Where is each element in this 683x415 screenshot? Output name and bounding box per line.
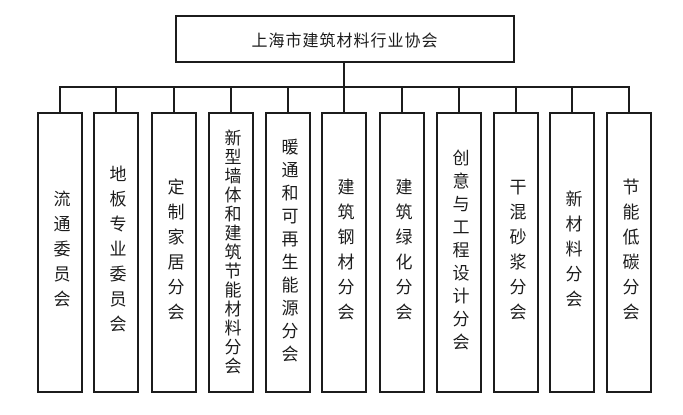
connector-drop: [515, 86, 517, 112]
branch-node-label: 新材料分会: [562, 190, 582, 315]
branch-node-label: 建筑绿化分会: [392, 177, 412, 328]
branch-node-custom-home: 定制家居分会: [151, 112, 197, 393]
connector-drop: [59, 86, 61, 112]
connector-stem: [343, 63, 345, 87]
branch-node-label: 定制家居分会: [164, 177, 184, 328]
branch-node-label: 干混砂浆分会: [506, 177, 526, 328]
branch-node-dry-mortar: 干混砂浆分会: [493, 112, 539, 393]
branch-node-label: 节能低碳分会: [619, 177, 639, 328]
connector-drop: [230, 86, 232, 112]
branch-node-label: 新型墙体和建筑节能材料分会: [221, 129, 241, 376]
branch-node-steel: 建筑钢材分会: [321, 112, 367, 393]
branch-node-label: 流通委员会: [50, 190, 70, 315]
connector-drop: [287, 86, 289, 112]
branch-node-label: 地板专业委员会: [106, 165, 126, 340]
connector-drop: [343, 86, 345, 112]
branch-node-creative-design: 创意与工程设计分会: [436, 112, 482, 393]
connector-drop: [401, 86, 403, 112]
connector-drop: [571, 86, 573, 112]
branch-node-new-materials: 新材料分会: [549, 112, 595, 393]
branch-node-label: 暖通和可再生能源分会: [278, 137, 298, 368]
branch-node-label: 创意与工程设计分会: [449, 149, 469, 356]
branch-node-hvac-renewable: 暖通和可再生能源分会: [265, 112, 311, 393]
branch-node-wall-energy-materials: 新型墙体和建筑节能材料分会: [208, 112, 254, 393]
branch-node-circulation: 流通委员会: [37, 112, 83, 393]
branch-node-low-carbon: 节能低碳分会: [606, 112, 652, 393]
connector-drop: [458, 86, 460, 112]
branch-node-greening: 建筑绿化分会: [379, 112, 425, 393]
root-node-label: 上海市建筑材料行业协会: [251, 33, 439, 50]
connector-drop: [115, 86, 117, 112]
connector-drop: [173, 86, 175, 112]
branch-node-flooring: 地板专业委员会: [93, 112, 139, 393]
branch-node-label: 建筑钢材分会: [334, 177, 354, 328]
root-node: 上海市建筑材料行业协会: [175, 15, 515, 63]
connector-drop: [628, 86, 630, 112]
